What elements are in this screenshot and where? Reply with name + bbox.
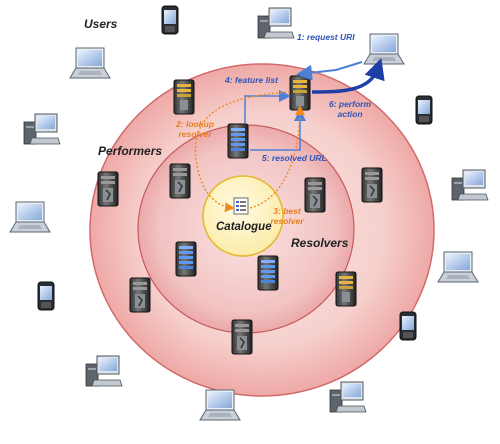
user-desktop-icon [329,381,367,413]
catalogue-label: Catalogue [216,221,272,233]
user-laptop-icon [69,47,111,79]
resolver-server-icon [169,163,191,199]
user-phone-icon [415,95,433,125]
step-1-label: 1: request URI [297,32,355,42]
step-6-line-2: action [337,109,363,119]
user-desktop-icon [451,169,489,201]
resolved-url-arrow [250,109,306,151]
perform-action-arrow [311,58,385,94]
step-3-label: 3: best resolver [262,206,312,226]
step-5-label: 5: resolved URL [262,153,327,163]
performer-server-icon [361,167,383,203]
performer-server-icon [231,319,253,355]
users-label: Users [84,17,118,31]
performer-server-icon [335,271,357,307]
performers-label: Performers [98,144,163,158]
performer-server-main-icon [289,75,311,111]
step-6-line-1: 6: perform [328,99,372,109]
user-desktop-icon [85,355,123,387]
resolvers-label: Resolvers [291,236,349,250]
resolver-server-main-icon [227,123,249,159]
resolver-server-icon [257,255,279,291]
catalogue-icon [233,197,249,215]
feature-list-arrow [244,90,291,124]
user-laptop-icon [9,201,51,233]
performer-server-icon [97,171,119,207]
performer-server-icon [129,277,151,313]
user-laptop-icon [199,389,241,421]
request-uri-arrow [296,61,363,81]
step-2-line-1: 2: lookup [176,119,214,129]
step-3-line-2: resolver [270,216,304,226]
user-phone-icon [37,281,55,311]
step-6-label: 6: perform action [322,99,378,119]
step-4-label: 4: feature list [225,75,278,85]
performer-server-icon [173,79,195,115]
catalogue-zone [202,175,284,257]
user-phone-icon [399,311,417,341]
resolver-server-icon [175,241,197,277]
requesting-user-laptop-icon [363,33,405,65]
user-laptop-icon [437,251,479,283]
user-desktop-icon [257,7,295,39]
user-phone-icon [161,5,179,35]
user-desktop-icon [23,113,61,145]
step-2-line-2: resolver [178,129,212,139]
step-3-line-1: 3: best [273,206,301,216]
step-2-label: 2: lookup resolver [170,119,220,139]
